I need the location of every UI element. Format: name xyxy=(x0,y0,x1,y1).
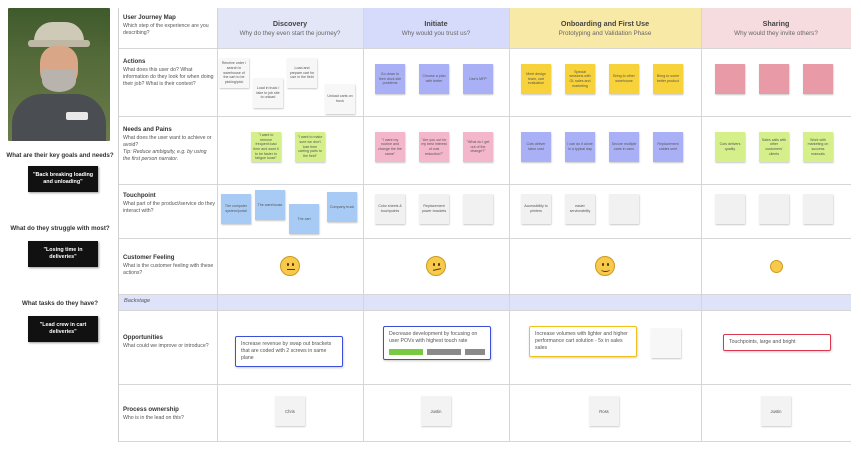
cap-shape xyxy=(34,22,84,44)
persona-photo xyxy=(8,8,110,141)
sticky-action[interactable]: Meet design team, cart evaluation xyxy=(521,64,551,94)
sticky-action[interactable]: Bring to some better product xyxy=(653,64,683,94)
sticky-action[interactable]: Go down to their dock site problems xyxy=(375,64,405,94)
sticky-action[interactable]: Special sessions with OL sales and marke… xyxy=(565,64,595,94)
stage-title: Onboarding and First Use xyxy=(560,19,650,28)
sticky-touchpoint[interactable]: The computer system/portal xyxy=(221,194,251,224)
nerd-face-icon[interactable] xyxy=(770,260,783,273)
owner-sticky-initiate[interactable]: Justin xyxy=(421,396,451,426)
backstage-band: Backstage xyxy=(119,294,851,310)
sticky-touchpoint[interactable]: Color sheets & touchpoints xyxy=(375,194,405,224)
sticky-touchpoint[interactable]: easier serviceability xyxy=(565,194,595,224)
persona-question-struggles: What do they struggle with most? xyxy=(10,225,110,232)
stage-header-onboarding[interactable]: Onboarding and First Use Prototyping and… xyxy=(509,8,701,48)
sticky-need[interactable]: Cuts delivers quality xyxy=(715,132,745,162)
sticky-touchpoint[interactable]: Accessibility to printers xyxy=(521,194,551,224)
persona-card-goals[interactable]: "Back breaking loading and unloading" xyxy=(28,166,98,193)
sticky-need[interactable]: Secure multiple carts in vans xyxy=(609,132,639,162)
stage-title: Sharing xyxy=(762,19,790,28)
sticky-action[interactable]: Use's MFP xyxy=(463,64,493,94)
sticky-touchpoint[interactable] xyxy=(463,194,493,224)
owner-sticky-discovery[interactable]: Chris xyxy=(275,396,305,426)
sticky-action[interactable]: Receive order / search in warehouse of t… xyxy=(219,58,249,88)
persona-question-tasks: What tasks do they have? xyxy=(22,300,98,307)
sticky-need[interactable]: "Are you out for my best interest of cos… xyxy=(419,132,449,162)
sticky-touchpoint[interactable] xyxy=(803,194,833,224)
sticky-need[interactable]: Cuts deliver labor cost xyxy=(521,132,551,162)
backstage-label: Backstage xyxy=(124,298,151,304)
owner-sticky-sharing[interactable]: Justin xyxy=(761,396,791,426)
sticky-action[interactable]: Load and prepare cart for use in the fie… xyxy=(287,58,317,88)
journey-map-grid: Discovery Why do they even start the jou… xyxy=(118,8,851,442)
sticky-touchpoint[interactable]: Company truck xyxy=(327,192,357,222)
sticky-action[interactable]: Choose a plan with better xyxy=(419,64,449,94)
stage-header-discovery[interactable]: Discovery Why do they even start the jou… xyxy=(217,8,363,48)
stage-title: Discovery xyxy=(272,19,308,28)
stage-subtitle: Why would they invite others? xyxy=(734,30,818,37)
progress-bars xyxy=(389,349,485,356)
sticky-touchpoint[interactable] xyxy=(715,194,745,224)
sticky-touchpoint[interactable]: The warehouse xyxy=(255,190,285,220)
sticky-need[interactable]: "I want to make sure we don't lose time … xyxy=(295,132,325,162)
sticky-action[interactable]: Unload carts on truck xyxy=(325,84,355,114)
sticky-touchpoint[interactable] xyxy=(759,194,789,224)
sticky-need[interactable]: I can do it alone in a typical day xyxy=(565,132,595,162)
sticky-touchpoint[interactable]: The cart xyxy=(289,204,319,234)
persona-card-struggles[interactable]: "Losing time in deliveries" xyxy=(28,241,98,268)
sticky-blank[interactable] xyxy=(651,328,681,358)
stage-subtitle: Prototyping and Validation Phase xyxy=(558,30,652,37)
sticky-touchpoint[interactable] xyxy=(609,194,639,224)
sticky-need[interactable]: Replacement cables sent xyxy=(653,132,683,162)
thinking-face-icon[interactable] xyxy=(426,256,446,276)
stage-header-sharing[interactable]: Sharing Why would they invite others? xyxy=(701,8,851,48)
stage-title: Initiate xyxy=(424,19,448,28)
sticky-action[interactable] xyxy=(759,64,789,94)
smiling-face-icon[interactable] xyxy=(595,256,615,276)
sticky-touchpoint[interactable]: Replacement power brackets xyxy=(419,194,449,224)
sticky-action[interactable] xyxy=(803,64,833,94)
opportunity-card-onboarding[interactable]: Increase volumes with lighter and higher… xyxy=(529,326,637,358)
opportunity-card-sharing[interactable]: Touchpoints, large and bright xyxy=(723,334,831,352)
opportunity-card-discovery[interactable]: Increase revenue by swap out brackets th… xyxy=(235,336,343,368)
owner-sticky-onboarding[interactable]: Ross xyxy=(589,396,619,426)
sticky-action[interactable]: Bring to other warehouse xyxy=(609,64,639,94)
sticky-need[interactable]: "I want my routine and change the the sa… xyxy=(375,132,405,162)
persona-card-tasks[interactable]: "Lead crew in cart deliveries" xyxy=(28,316,98,343)
persona-question-goals: What are their key goals and needs? xyxy=(6,152,114,159)
stage-subtitle: Why do they even start the journey? xyxy=(239,30,341,37)
sticky-need[interactable]: "What do I get out of the change?" xyxy=(463,132,493,162)
opportunity-card-initiate[interactable]: Decrease development by focusing on user… xyxy=(383,326,491,361)
persona-panel: What are their key goals and needs? "Bac… xyxy=(0,0,118,450)
sticky-need[interactable]: Work with marketing on success manuals xyxy=(803,132,833,162)
sticky-need[interactable]: "I want to remove frequent load time and… xyxy=(251,132,281,162)
neutral-face-icon[interactable] xyxy=(280,256,300,276)
stage-header-initiate[interactable]: Initiate Why would you trust us? xyxy=(363,8,509,48)
stage-subtitle: Why would you trust us? xyxy=(401,30,471,37)
sticky-need[interactable]: Sales calls with other customers' client… xyxy=(759,132,789,162)
sticky-action[interactable]: Load in truck / take to job site to unlo… xyxy=(253,78,283,108)
sticky-action[interactable] xyxy=(715,64,745,94)
